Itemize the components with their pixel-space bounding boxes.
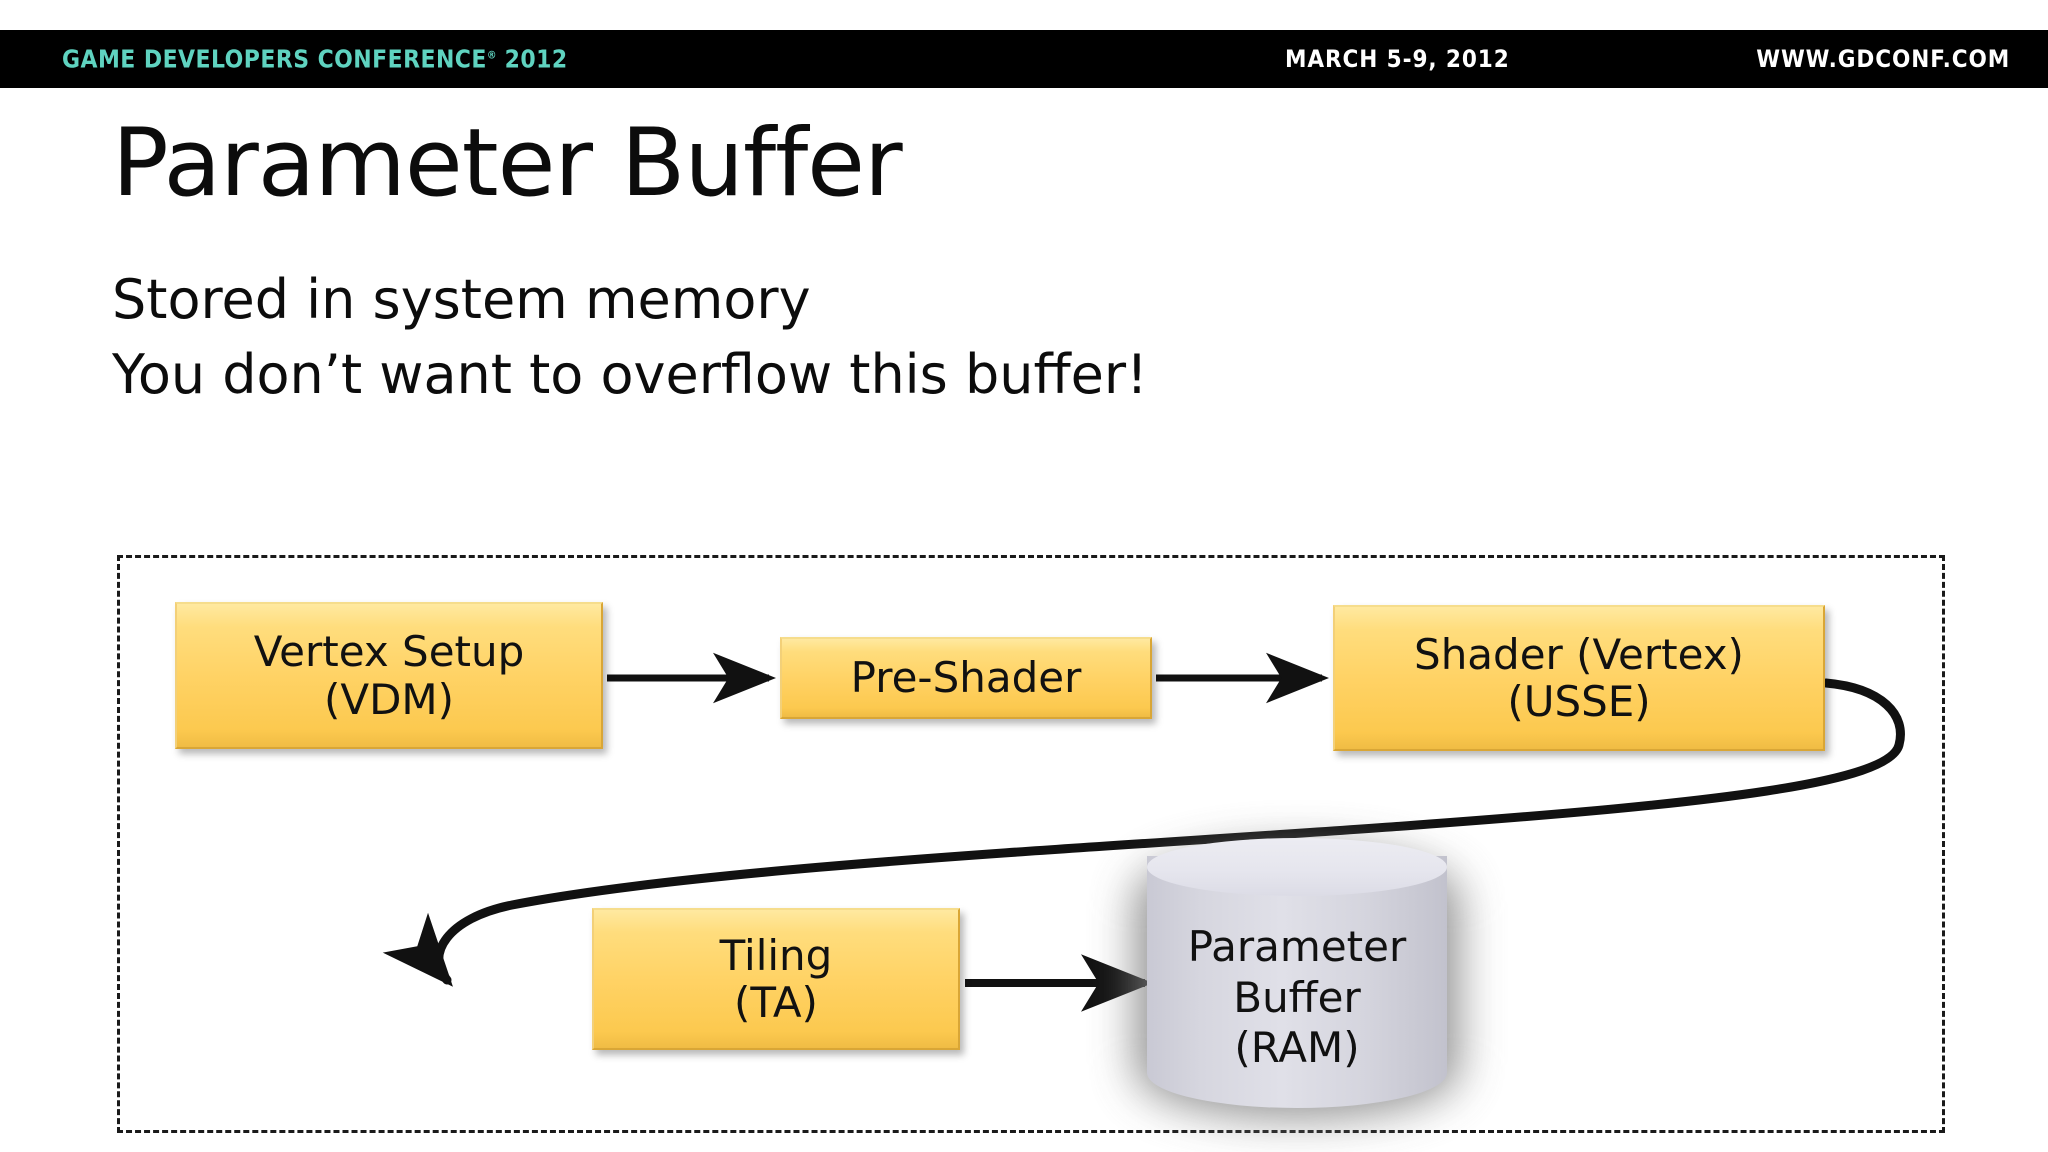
node-tiling-line-1: Tiling [719, 930, 833, 980]
pipeline-diagram: Vertex Setup (VDM) Pre-Shader Shader (Ve… [117, 555, 1945, 1133]
page-title: Parameter Buffer [112, 109, 903, 218]
cylinder-body [1147, 856, 1447, 1108]
node-vertex-setup[interactable]: Vertex Setup (VDM) [175, 602, 603, 749]
diagram-dashed-frame [117, 555, 1945, 1133]
gdc-logo-text: GAME DEVELOPERS CONFERENCE [62, 44, 487, 74]
node-shader-line-2: (USSE) [1507, 677, 1651, 726]
diagram-connectors [382, 652, 1905, 1012]
body-line-2: You don’t want to overflow this buffer! [112, 343, 1148, 406]
node-parameter-buffer[interactable]: Parameter Buffer (RAM) [1127, 838, 1467, 1128]
node-parameter-buffer-label: Parameter Buffer (RAM) [1147, 898, 1447, 1098]
gdc-header-bar: GAME DEVELOPERS CONFERENCE® 2012 MARCH 5… [0, 30, 2048, 88]
node-shader-line-1: Shader (Vertex) [1414, 629, 1744, 679]
gdc-logo-year: 2012 [504, 44, 568, 74]
gdc-logo: GAME DEVELOPERS CONFERENCE® 2012 [62, 45, 568, 74]
node-vertex-setup-line-1: Vertex Setup [253, 627, 525, 677]
node-shader-vertex[interactable]: Shader (Vertex) (USSE) [1333, 605, 1825, 751]
node-tiling[interactable]: Tiling (TA) [592, 908, 960, 1050]
gdc-dates: MARCH 5-9, 2012 [1285, 45, 1510, 73]
edge-shader-to-tiling [382, 678, 1905, 987]
node-parameter-buffer-line-2: Buffer [1233, 972, 1361, 1022]
registered-trademark-icon: ® [486, 48, 497, 62]
cylinder-top-ellipse [1147, 838, 1447, 896]
node-pre-shader-line-1: Pre-Shader [850, 653, 1082, 703]
node-pre-shader[interactable]: Pre-Shader [780, 637, 1152, 719]
node-parameter-buffer-line-1: Parameter [1187, 922, 1407, 972]
node-vertex-setup-line-2: (VDM) [323, 674, 455, 724]
gdc-url[interactable]: WWW.GDCONF.COM [1756, 45, 2010, 73]
body-line-1: Stored in system memory [112, 268, 811, 331]
node-tiling-line-2: (TA) [734, 978, 818, 1027]
node-parameter-buffer-line-3: (RAM) [1234, 1023, 1360, 1073]
